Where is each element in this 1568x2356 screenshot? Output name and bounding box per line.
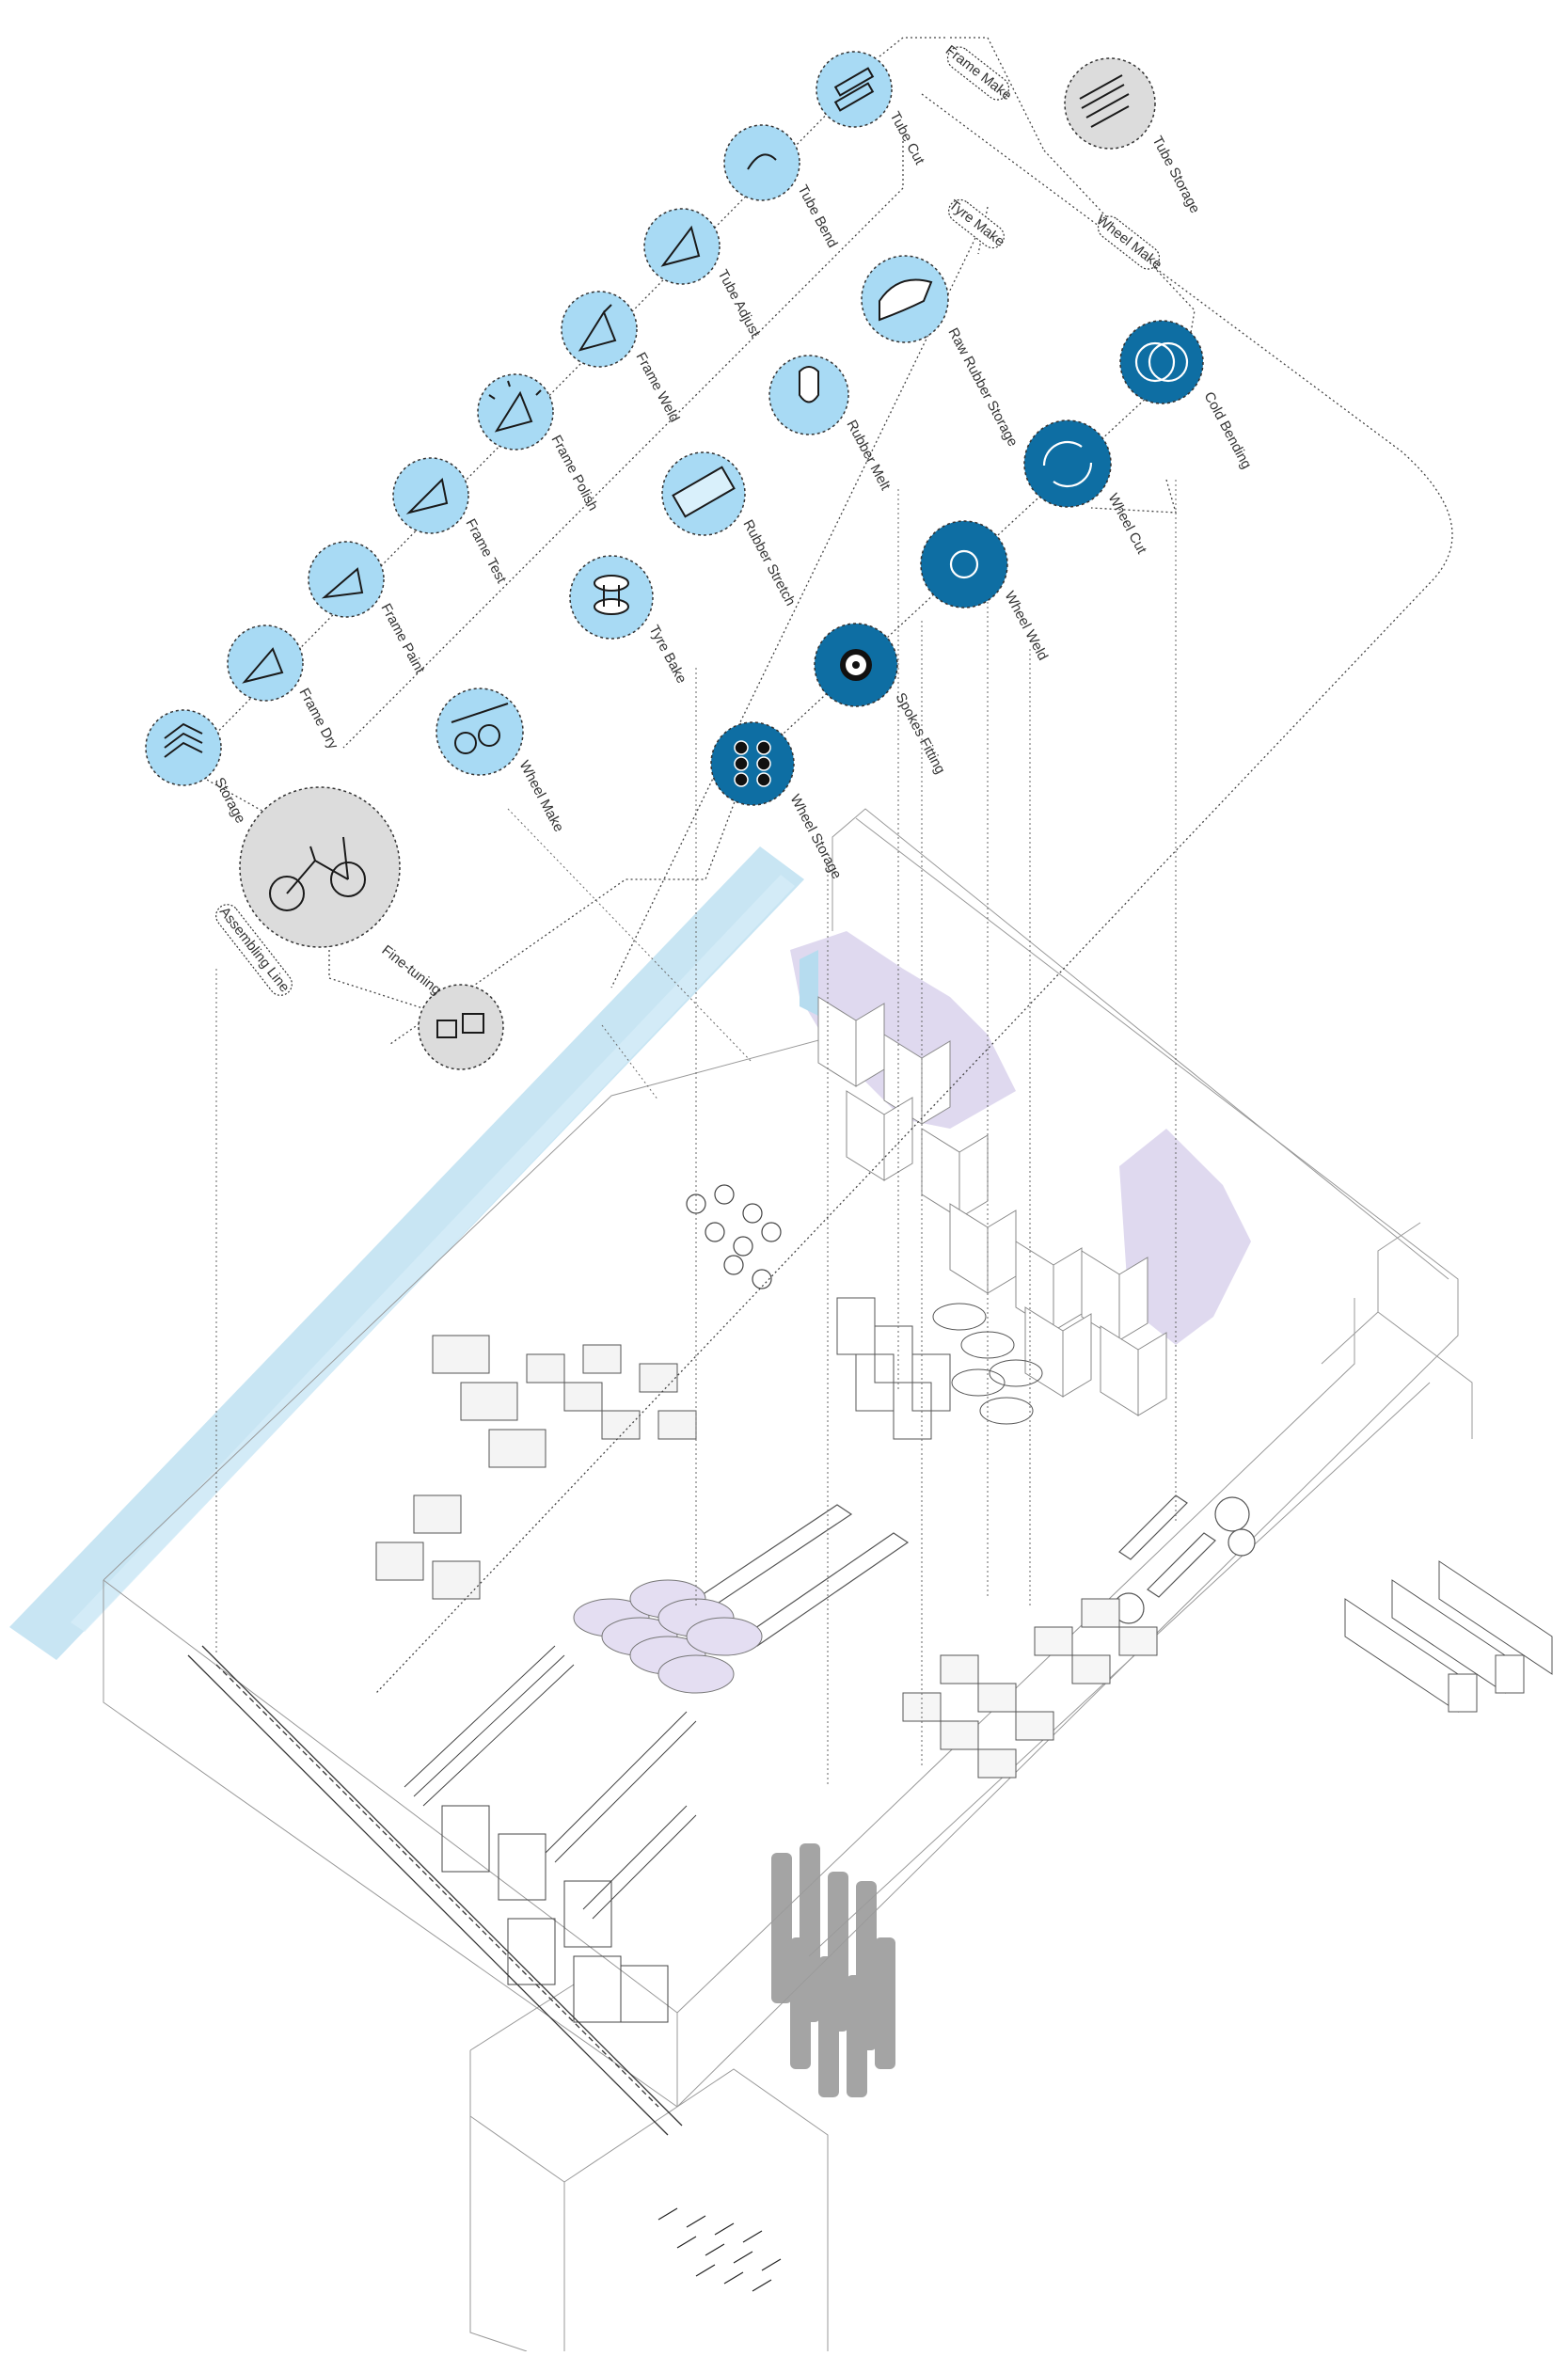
frame-workstations <box>375 1335 697 1600</box>
frame-make-connector <box>879 37 945 57</box>
wheel-grid-icon <box>734 740 771 787</box>
blue-ribbon-inner <box>71 875 795 1632</box>
tube-cut-icon <box>833 67 875 112</box>
node-rubber-stretch[interactable] <box>661 451 746 536</box>
node-rubber-melt[interactable] <box>768 355 849 435</box>
frame-stack-icon <box>164 722 203 758</box>
node-frame-paint[interactable] <box>308 541 385 618</box>
frame-dry-icon <box>242 647 284 684</box>
frame-racks <box>404 1645 697 2023</box>
frame-weld-icon <box>578 304 617 352</box>
label-tube-storage: Tube Storage <box>1148 134 1202 216</box>
rubber-block-icon <box>879 278 933 322</box>
label-cold-bending: Cold Bending <box>1200 389 1254 472</box>
node-raw-rubber-storage[interactable] <box>861 255 949 343</box>
tubes-icon <box>1079 74 1130 128</box>
label-wheel-make-top: Wheel Make <box>1093 212 1164 273</box>
label-frame-paint: Frame Paint <box>377 601 428 677</box>
frame-paint-icon <box>321 567 364 599</box>
wheel-spokes-icon <box>840 649 872 681</box>
axle-wheels-icon <box>451 703 509 754</box>
rubber-melt-icon <box>799 366 819 403</box>
node-wheel-cut[interactable] <box>1023 419 1112 508</box>
node-tyre-bake[interactable] <box>569 555 654 640</box>
node-fine-tuning[interactable] <box>418 984 504 1070</box>
tube-cut-side-loop <box>342 141 904 749</box>
node-wheel-storage[interactable] <box>710 721 795 806</box>
node-wheel-weld[interactable] <box>920 520 1008 609</box>
tyre-rollers <box>573 1579 763 1694</box>
label-frame-weld: Frame Weld <box>632 350 682 425</box>
tube-bend-icon <box>747 153 777 170</box>
label-wheel-weld: Wheel Weld <box>1001 589 1051 663</box>
pill-assembling-line[interactable] <box>212 900 296 1000</box>
node-wheel-make[interactable] <box>436 688 524 776</box>
label-tyre-bake: Tyre Bake <box>645 623 689 687</box>
label-fine-tuning: Fine-tuning <box>379 942 445 999</box>
factory-outline <box>103 808 1473 2352</box>
label-frame-test: Frame Test <box>462 516 509 587</box>
mountain-backdrop <box>790 931 1251 1345</box>
wheel-cut-icon <box>1042 440 1093 488</box>
office-desks <box>657 2207 782 2292</box>
rubber-sheet-icon <box>672 466 736 518</box>
wheel-cut-side <box>1090 479 1177 514</box>
boxes-icon <box>436 1013 484 1038</box>
label-wheel-storage: Wheel Storage <box>786 792 845 882</box>
node-tube-cut[interactable] <box>816 51 893 128</box>
storage-racks <box>817 996 1167 1416</box>
leader-lines <box>215 480 1177 1787</box>
blue-ribbon <box>9 846 804 1660</box>
rings-icon <box>1134 341 1189 383</box>
node-cold-bending[interactable] <box>1119 320 1204 404</box>
label-frame-make: Frame Make <box>942 42 1015 103</box>
trucks <box>1344 1560 1553 1713</box>
factory-drawing <box>9 480 1553 2352</box>
label-tube-bend: Tube Bend <box>794 182 840 250</box>
frame-test-icon <box>405 477 449 514</box>
node-frame-test[interactable] <box>392 457 469 534</box>
frame-polish-icon <box>488 380 542 433</box>
label-rubber-stretch: Rubber Stretch <box>739 517 798 609</box>
node-storage[interactable] <box>145 709 222 786</box>
tyre-stack-icon <box>594 575 629 615</box>
bicycle-icon <box>269 836 366 911</box>
bike-to-finetune <box>328 945 462 1021</box>
label-tyre-make: Tyre Make <box>946 197 1008 250</box>
wheel-weld-stations <box>902 1598 1158 1779</box>
tyre-cage-racks <box>836 1297 1043 1440</box>
node-spokes-fitting[interactable] <box>814 623 898 707</box>
node-bicycle[interactable] <box>239 786 401 948</box>
node-tube-adjust[interactable] <box>643 208 721 285</box>
node-tube-bend[interactable] <box>723 124 800 201</box>
label-wheel-make: Wheel Make <box>515 758 566 835</box>
node-tube-storage[interactable] <box>1064 57 1156 150</box>
node-frame-weld[interactable] <box>561 291 638 368</box>
label-frame-dry: Frame Dry <box>295 686 341 752</box>
label-wheel-cut: Wheel Cut <box>1104 491 1149 558</box>
label-tube-adjust: Tube Adjust <box>714 267 763 340</box>
label-storage: Storage <box>211 775 248 826</box>
spoke-fitting-block <box>771 1843 895 2097</box>
conveyors <box>694 1494 1256 1647</box>
tyre-rows <box>686 1184 782 1289</box>
assembling-line-machine <box>187 1645 683 2136</box>
label-raw-rubber-storage: Raw Rubber Storage <box>944 325 1021 450</box>
ring-icon <box>949 549 979 579</box>
label-frame-polish: Frame Polish <box>547 433 600 514</box>
node-frame-polish[interactable] <box>477 373 554 451</box>
label-rubber-melt: Rubber Melt <box>843 418 894 494</box>
tube-storage-connector <box>950 37 1045 151</box>
label-tube-cut: Tube Cut <box>886 109 927 168</box>
node-frame-dry[interactable] <box>227 625 304 702</box>
frame-triangle-icon <box>660 225 701 267</box>
label-spokes-fitting: Spokes Fitting <box>892 690 948 777</box>
